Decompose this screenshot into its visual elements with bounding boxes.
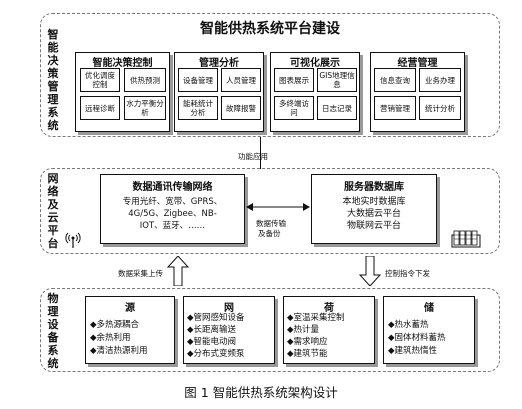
group-management-analysis-header: 管理分析 — [199, 58, 239, 69]
decision-management-section — [40, 13, 500, 137]
cell-remote-diagnosis: 远程诊断 — [80, 96, 120, 120]
network-side-label: 网 络 及 云 平 台 — [47, 172, 59, 250]
load-box-title: 荷 — [324, 303, 334, 314]
network-equipment-box — [183, 296, 275, 364]
load-item-3: ◆需求响应 — [287, 337, 328, 347]
control-arrow — [358, 256, 382, 286]
server-box-title: 服务器数据库 — [344, 182, 404, 193]
server-box — [311, 174, 437, 244]
load-box — [283, 296, 375, 364]
function-connector-line — [260, 137, 261, 169]
upload-label: 数据采集上传 — [118, 269, 163, 278]
cell-fault-alarm: 故障报警 — [221, 96, 261, 120]
physical-equipment-section — [40, 288, 500, 372]
load-item-2: ◆热计量 — [287, 325, 320, 335]
cell-hydraulic-balance: 水力平衡分析 — [124, 96, 166, 120]
antenna-icon — [65, 232, 81, 248]
network-line-2: 4G/5G、Zigbee、NB- — [128, 209, 217, 219]
server-stack-icon — [451, 230, 481, 248]
cell-multi-terminal: 多终端访问 — [274, 96, 314, 120]
platform-title: 智能供热系统平台建设 — [200, 21, 340, 37]
storage-item-3: ◆建筑热惰性 — [388, 346, 438, 356]
source-item-2: ◆余热利用 — [90, 333, 131, 343]
decision-system-side-label: 智 能 决 策 管 理 系 统 — [47, 28, 59, 132]
group-business-management-header: 经营管理 — [397, 58, 438, 69]
group-business-management — [370, 52, 465, 132]
network-item-3: ◆智能电动阀 — [187, 337, 237, 347]
network-cloud-section — [40, 168, 500, 254]
cell-business-handling: 业务办理 — [419, 68, 461, 92]
storage-box-title: 储 — [424, 303, 434, 314]
cell-equipment-management: 设备管理 — [178, 68, 218, 92]
control-label: 控制指令下发 — [385, 269, 430, 278]
storage-item-2: ◆固体材料蓄热 — [388, 333, 446, 343]
source-box-title: 源 — [125, 303, 135, 314]
load-item-4: ◆建筑节能 — [287, 349, 328, 359]
cell-heat-forecast: 供热预测 — [124, 68, 166, 92]
network-equipment-title: 网 — [224, 303, 234, 314]
network-item-1: ◆管网感知设备 — [187, 313, 245, 323]
network-item-2: ◆长距离输送 — [187, 325, 237, 335]
cell-personnel-management: 人员管理 — [221, 68, 261, 92]
cell-energy-statistics: 能耗统计分析 — [178, 96, 218, 120]
storage-item-1: ◆热水蓄热 — [388, 320, 429, 330]
physical-side-label: 物 理 设 备 系 统 — [47, 292, 59, 370]
group-decision-control-header: 智能决策控制 — [92, 58, 153, 69]
function-application-label: 功能应用 — [238, 152, 268, 161]
server-item-bigdata: 大数据云平台 — [346, 209, 401, 219]
network-item-4: ◆分布式变频泵 — [187, 349, 245, 359]
network-line-1: 专用光纤、宽带、GPRS、 — [122, 197, 223, 207]
cell-log-record: 日志记录 — [317, 96, 357, 120]
source-box — [85, 296, 175, 364]
cell-optimized-dispatch: 优化调度控制 — [80, 68, 120, 92]
figure-caption: 图 1 智能供热系统架构设计 — [184, 385, 338, 400]
load-item-1: ◆室温采集控制 — [287, 313, 345, 323]
storage-box — [383, 296, 475, 364]
network-line-3: IOT、蓝牙、…… — [139, 221, 206, 231]
server-item-local-db: 本地实时数据库 — [342, 197, 406, 207]
network-box — [100, 174, 245, 244]
group-visualization-header: 可视化展示 — [290, 58, 340, 69]
network-box-title: 数据通讯传输网络 — [132, 182, 213, 193]
cell-info-query: 信息查询 — [374, 68, 416, 92]
source-item-1: ◆多热源耦合 — [90, 320, 140, 330]
server-item-iot-cloud: 物联网云平台 — [346, 221, 401, 231]
cell-marketing-management: 营销管理 — [374, 96, 416, 120]
cell-statistical-analysis: 统计分析 — [419, 96, 461, 120]
source-item-3: ◆清洁热源利用 — [90, 346, 148, 356]
data-transfer-label-2: 及备份 — [258, 229, 281, 238]
data-transfer-label-1: 数据传输 — [256, 219, 286, 228]
upload-arrow — [166, 256, 190, 286]
cell-gis-info: GIS地理信息 — [317, 68, 357, 92]
cell-chart-display: 图表展示 — [274, 68, 314, 92]
data-transfer-arrow — [246, 203, 310, 211]
